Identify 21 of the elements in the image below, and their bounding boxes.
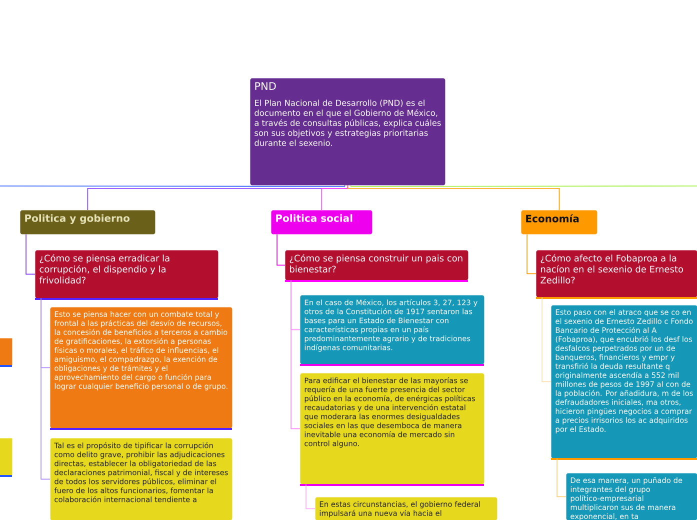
connector-line: [306, 484, 316, 510]
connector-line: [0, 185, 346, 187]
connector-line: [347, 185, 560, 210]
connector-line: [276, 234, 286, 266]
topic-box: PND El Plan Nacional de Desarrollo (PND) es el documento en el que el Gobierno de México, a través de consultas públicas, explica cuáles son sus objetivos y estrategias prioritarias durante el sexenio.: [250, 78, 446, 186]
connector-line: [321, 185, 348, 210]
question-box: ¿Cómo afecto el Fobaproa a la nacíon en el sexenio de Ernesto Zedillo?: [536, 250, 697, 299]
connector-line: [556, 458, 566, 498]
connector-line: [350, 185, 697, 187]
connector-line: [40, 298, 50, 480]
branch-box: Economía: [521, 210, 598, 234]
connector-line: [542, 297, 552, 382]
connector-line: [290, 280, 300, 430]
connector-line: [26, 234, 36, 275]
question-box: ¿Cómo se piensa construir un pais con bienestar?: [285, 250, 468, 282]
branch-box: Politica y gobierno: [20, 210, 156, 234]
branch-box: Politica social: [271, 210, 372, 234]
text-box: [0, 338, 12, 367]
connector-line: [526, 234, 536, 274]
text-box: [0, 438, 12, 477]
question-box: ¿Cómo se piensa erradicar la corrupción, el dispendio y la frivolidad?: [35, 250, 218, 300]
